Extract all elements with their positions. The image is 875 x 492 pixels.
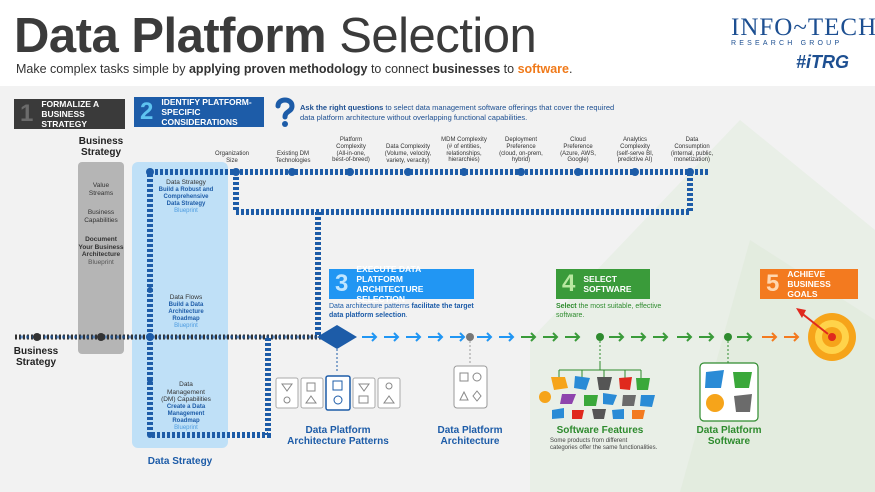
question-mark-icon xyxy=(275,97,295,127)
step-4-description: Select the most suitable, effective soft… xyxy=(556,303,662,319)
ask-questions-text: Ask the right questions to select data m… xyxy=(300,103,615,122)
step-3-description: Data architecture patterns facilitate th… xyxy=(329,303,474,319)
selection-diamond xyxy=(317,325,357,349)
business-node xyxy=(97,333,105,341)
info-tech-logo: INFO~TECH xyxy=(731,14,875,41)
page-title: Data Platform Selection xyxy=(14,9,537,63)
logo-subtitle: RESEARCH GROUP xyxy=(731,40,843,47)
background-arrow-shape xyxy=(530,120,875,492)
flow-start-node xyxy=(33,333,41,341)
software-features-tree xyxy=(558,362,642,378)
page-tagline: Make complex tasks simple by applying pr… xyxy=(16,62,573,76)
software-feature-gems xyxy=(539,376,655,419)
software-card xyxy=(699,362,759,422)
architecture-card xyxy=(453,365,488,409)
step-2-box: 2 IDENTIFY PLATFORM-SPECIFIC CONSIDERATI… xyxy=(134,97,264,127)
itrg-hashtag: #iTRG xyxy=(796,52,850,72)
business-strategy-column xyxy=(78,162,124,354)
software-features-label: Software Features xyxy=(556,425,644,436)
consideration-data-complexity: Data Complexity(Volume, velocity,variety… xyxy=(384,144,432,164)
target-icon xyxy=(796,308,856,361)
consideration-mdm-complexity: MDM Complexity(# of entities,relationshi… xyxy=(441,137,487,164)
data-strategy-footer: Data Strategy xyxy=(147,456,213,467)
